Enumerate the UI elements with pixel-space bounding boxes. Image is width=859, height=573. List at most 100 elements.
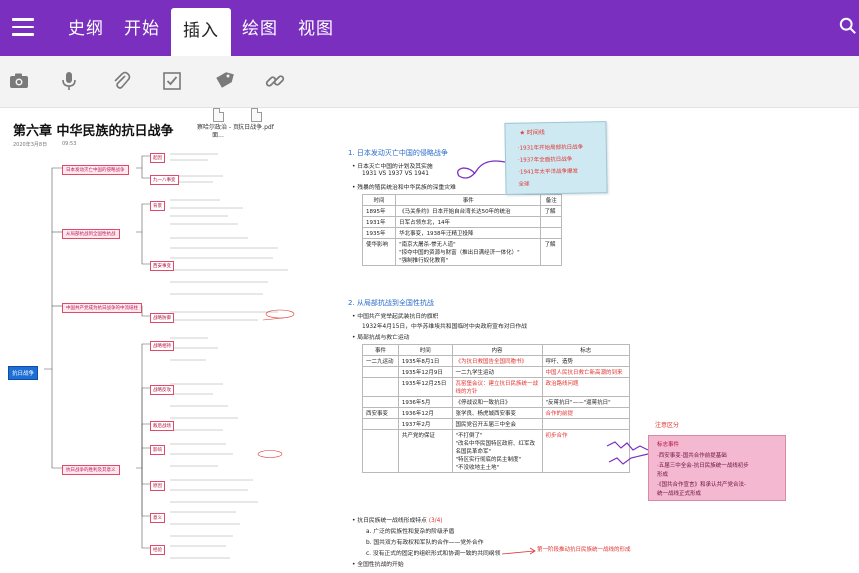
table-row[interactable]: 共产党的保证 "不打倒了" "改名中华民国特区政府、红军改名国民革命军" "特区… (362, 429, 631, 473)
mind-map-sub-node: 西安事变 (150, 261, 174, 271)
attachment-file[interactable]: 察哈尔政治 - 页面... (196, 108, 240, 140)
table-header: 时间 (361, 194, 397, 206)
tab-notebook[interactable]: 史纲 (68, 19, 104, 39)
search-icon[interactable] (839, 16, 857, 36)
callout-box[interactable]: 标志事件 ·西安事变-国共合作前提基础 ·五届三中全会-抗日民族统一战线初步 形… (648, 435, 786, 501)
table-row[interactable]: 西安事变 1936年12月 张学良、杨虎城西安事变 合作的前提 (362, 407, 631, 419)
tab-insert[interactable]: 插入 (171, 8, 231, 56)
table-row[interactable]: 1935年12月25日 瓦窑堡会议：建立抗日民族统一战线的方针 政治路线问题 (362, 377, 631, 397)
sticky-line: ·1941年太平洋战争爆发 (518, 168, 579, 176)
hamburger-menu-icon[interactable] (12, 18, 34, 36)
table-row[interactable]: 1931年 日军占领东北，14年 (361, 216, 562, 228)
mind-map-sub-node: 原因 (150, 481, 165, 491)
table-cell (362, 429, 399, 473)
table-cell: 1895年 (361, 205, 397, 217)
bullet-text[interactable]: • 中国共产党举起武装抗日的旗帜 (352, 314, 439, 320)
bullet-text[interactable]: • 局部抗战与救亡运动 (352, 335, 410, 341)
note-page[interactable]: 第六章 中华民族的抗日战争 2020年3月8日 09:53 察哈尔政治 - 页面… (0, 108, 859, 573)
tab-draw[interactable]: 绘图 (242, 19, 278, 39)
table-cell: "反蒋抗日"——"逼蒋抗日" (541, 396, 631, 408)
mind-map-sub-node: 九一八事变 (150, 175, 179, 185)
page-title[interactable]: 第六章 中华民族的抗日战争 (13, 124, 174, 139)
table-row[interactable]: 一二九运动 1935年8月1日 《为抗日救国告全国同胞书》 呼吁、造势 (362, 355, 631, 367)
table-cell: 1935年 (361, 227, 397, 239)
sticky-note[interactable]: ★ 时间线 ·1931年开始局部抗日战争 ·1937年全面抗日战争 ·1941年… (504, 121, 608, 195)
bullet-sub-text[interactable]: 1932年4月15日，中华苏维埃共和国临时中央政府宣布对日作战 (362, 324, 527, 330)
table-cell: 瓦窑堡会议：建立抗日民族统一战线的方针 (451, 377, 543, 397)
table-header: 时间 (397, 344, 453, 356)
table-header-row: 时间 事件 备注 (361, 194, 562, 206)
table-cell (362, 396, 399, 408)
attachment-file[interactable]: 抗日战争.pdf (234, 108, 278, 132)
cell-line: "不没收地主土地" (455, 465, 500, 471)
cell-line: "特区实行彻底的民主制度" (455, 457, 522, 463)
bullet-label: 日本灭亡中国的计划及其实施 (357, 164, 433, 170)
callout-line: ·西安事变-国共合作前提基础 (657, 453, 727, 459)
table-cell: 《停战议和一致抗日》 (451, 396, 543, 408)
section-heading[interactable]: 1. 日本发动灭亡中国的侵略战争 (348, 149, 448, 157)
tab-home[interactable]: 开始 (124, 19, 160, 39)
table-cell (540, 227, 562, 239)
mind-map-main-node: 从局部抗战到全国性抗战 (62, 229, 120, 239)
bullet-sub-text[interactable]: 1931 VS 1937 VS 1941 (362, 171, 429, 177)
mind-map-image[interactable]: 抗日战争 日本发动灭亡中国的侵略战争 从局部抗战到全国性抗战 中国共产党成为抗日… (8, 148, 298, 573)
section-heading[interactable]: 2. 从局部抗战到全国性抗战 (348, 299, 434, 307)
page-time: 09:53 (62, 141, 77, 147)
bullet-label: 中国共产党举起武装抗日的旗帜 (357, 314, 439, 320)
bullet-text[interactable]: • 全国性抗战的开始 (352, 562, 404, 568)
callout-line: ·五届三中全会-抗日民族统一战线初步 (657, 463, 749, 469)
events-table[interactable]: 时间 事件 备注 1895年 《马关条约》日本开始自台湾长达50年的统治 了解 … (361, 194, 562, 266)
attach-icon[interactable] (110, 70, 132, 92)
camera-icon[interactable] (8, 70, 30, 92)
ink-arrow-icon (606, 441, 649, 465)
sticky-title: ★ 时间线 (519, 129, 545, 137)
table-row[interactable]: 1935年12月9日 一二九学生运动 中国人民抗日救亡新高潮的到来 (362, 366, 631, 378)
tab-view[interactable]: 视图 (298, 19, 334, 39)
table-cell: 1931年 (361, 216, 397, 228)
callout-line: 统一战线正式形成 (657, 491, 702, 497)
sticky-line: ·1931年开始局部抗日战争 (517, 144, 584, 152)
mind-map-root: 抗日战争 (8, 366, 39, 380)
sticky-line: ·1937年全面抗日战争 (517, 156, 573, 164)
microphone-icon[interactable] (58, 70, 80, 92)
table-row[interactable]: 1936年5月 《停战议和一致抗日》 "反蒋抗日"——"逼蒋抗日" (362, 396, 631, 408)
link-icon[interactable] (264, 70, 286, 92)
table-cell: "不打倒了" "改名中华民国特区政府、红军改名国民革命军" "特区实行彻底的民主… (451, 429, 543, 473)
mind-map-sub-node: 战略反攻 (150, 385, 174, 395)
table-row[interactable]: 1895年 《马关条约》日本开始自台湾长达50年的统治 了解 (361, 205, 562, 217)
bullet-text[interactable]: • 日本灭亡中国的计划及其实施 (352, 164, 433, 170)
checkbox-icon[interactable] (161, 70, 183, 92)
table-cell: 政治路线问题 (541, 377, 631, 397)
table-cell: 1936年5月 (397, 396, 453, 408)
table-cell: 张学良、杨虎城西安事变 (451, 407, 543, 419)
bullet-text[interactable]: • 抗日民族统一战线形成特点 (3/4) (352, 518, 443, 524)
bullet-label: 全国性抗战的开始 (357, 562, 404, 568)
mind-map-sub-node: 意义 (150, 513, 165, 523)
resistance-table[interactable]: 事件 时间 内容 标志 一二九运动 1935年8月1日 《为抗日救国告全国同胞书… (362, 344, 631, 473)
table-cell (362, 366, 399, 378)
cell-line: "南京大屠杀-惨无人道" (399, 242, 456, 248)
mind-map-sub-node: 起因 (150, 153, 165, 163)
list-item[interactable]: c. 没有正式的固定的组织形式和协调一致的共同纲领 (366, 551, 501, 557)
list-item[interactable]: a. 广泛的民族性和复杂的阶级矛盾 (366, 529, 455, 535)
mind-map-sub-node: 战略相持 (150, 341, 174, 351)
insert-toolbar (0, 56, 859, 108)
mind-map-sub-node: 战略防御 (150, 313, 174, 323)
table-cell: 1937年2月 (397, 418, 453, 430)
table-cell: 共产党的保证 (397, 429, 453, 473)
cell-line: "不打倒了" (455, 433, 483, 439)
table-cell: 合作的前提 (541, 407, 631, 419)
attachment-name: 抗日战争.pdf (238, 124, 274, 131)
bullet-text[interactable]: • 残暴的殖民统治和中华民族的深重灾难 (352, 185, 456, 191)
table-header-row: 事件 时间 内容 标志 (362, 344, 631, 356)
table-row[interactable]: 1935年 华北事变，1938年汪精卫投降 (361, 227, 562, 239)
table-cell: 中国人民抗日救亡新高潮的到来 (541, 366, 631, 378)
table-row[interactable]: 使华影响 "南京大屠杀-惨无人道" "掠夺中国的资源与财富（推出日满经济一体化）… (361, 238, 562, 266)
table-header: 标志 (541, 344, 631, 356)
table-cell: 一二九运动 (362, 355, 399, 367)
callout-heading: 标志事件 (657, 442, 680, 448)
table-row[interactable]: 1937年2月 国民党召开五届三中全会 (362, 418, 631, 430)
list-item[interactable]: b. 国共双方有政权和军队的合作——党外合作 (366, 540, 484, 546)
mind-map-sub-node: 经验 (150, 545, 165, 555)
tag-icon[interactable] (213, 70, 235, 92)
